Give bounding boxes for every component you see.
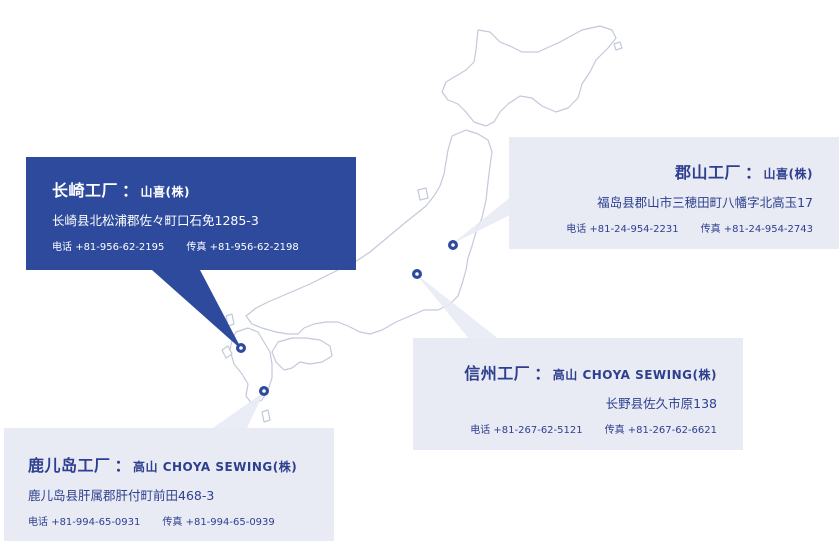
- fax-number: +81-24-954-2743: [723, 224, 813, 235]
- tel-number: +81-994-65-0931: [51, 517, 141, 528]
- goto-islands: [221, 345, 233, 359]
- marker-nagasaki[interactable]: [236, 343, 246, 353]
- factory-address: 鹿儿岛县肝属郡肝付町前田468-3: [28, 488, 215, 503]
- hokkaido-islet: [613, 41, 623, 51]
- fax-number: +81-956-62-2198: [209, 242, 299, 253]
- kagoshima-callout-connector: [210, 392, 264, 430]
- fax-number: +81-994-65-0939: [185, 517, 275, 528]
- fax-number: +81-267-62-6621: [627, 425, 717, 436]
- nagasaki-factory-card: 长崎工厂：山喜(株) 长崎县北松浦郡佐々町口石免1285-3 电话 +81-95…: [26, 157, 356, 270]
- factory-title: 长崎工厂：山喜(株): [52, 181, 191, 200]
- factory-name: 长崎工厂: [52, 181, 119, 200]
- factory-company: 山喜(株): [140, 185, 191, 199]
- marker-shinshu[interactable]: [412, 269, 422, 279]
- factory-title: 信州工厂：高山 CHOYA SEWING(株): [464, 364, 717, 383]
- kagoshima-factory-card: 鹿儿岛工厂：高山 CHOYA SEWING(株) 鹿儿岛县肝属郡肝付町前田468…: [4, 428, 334, 541]
- factory-name: 郡山工厂: [674, 163, 741, 182]
- marker-koriyama[interactable]: [448, 240, 458, 250]
- factory-address: 福岛县郡山市三穂田町八幡字北高玉17: [597, 195, 813, 210]
- koriyama-factory-card: 郡山工厂：山喜(株) 福岛县郡山市三穂田町八幡字北高玉17 电话 +81-24-…: [509, 137, 839, 249]
- shinshu-callout-connector: [416, 274, 500, 340]
- factory-title: 鹿儿岛工厂：高山 CHOYA SEWING(株): [28, 456, 298, 475]
- factory-address: 长崎县北松浦郡佐々町口石免1285-3: [52, 213, 259, 228]
- tel-number: +81-267-62-5121: [493, 425, 583, 436]
- factory-title: 郡山工厂：山喜(株): [674, 163, 813, 182]
- factory-company: 高山 CHOYA SEWING(株): [552, 368, 717, 382]
- factory-company: 高山 CHOYA SEWING(株): [133, 460, 298, 474]
- nagasaki-callout-pointer: [152, 270, 242, 350]
- tel-number: +81-24-954-2231: [589, 224, 679, 235]
- hokkaido-island: [441, 25, 617, 127]
- shikoku-island: [271, 337, 333, 371]
- tanegashima-island: [261, 409, 271, 423]
- factory-name: 信州工厂: [464, 364, 531, 383]
- shinshu-factory-card: 信州工厂：高山 CHOYA SEWING(株) 长野县佐久市原138 电话 +8…: [413, 338, 743, 450]
- tel-number: +81-956-62-2195: [75, 242, 165, 253]
- sado-island: [417, 187, 429, 201]
- factory-company: 山喜(株): [763, 167, 813, 181]
- factory-address: 长野县佐久市原138: [605, 396, 717, 411]
- marker-kagoshima[interactable]: [259, 386, 269, 396]
- koriyama-callout-connector: [452, 196, 512, 244]
- factory-name: 鹿儿岛工厂: [28, 456, 111, 475]
